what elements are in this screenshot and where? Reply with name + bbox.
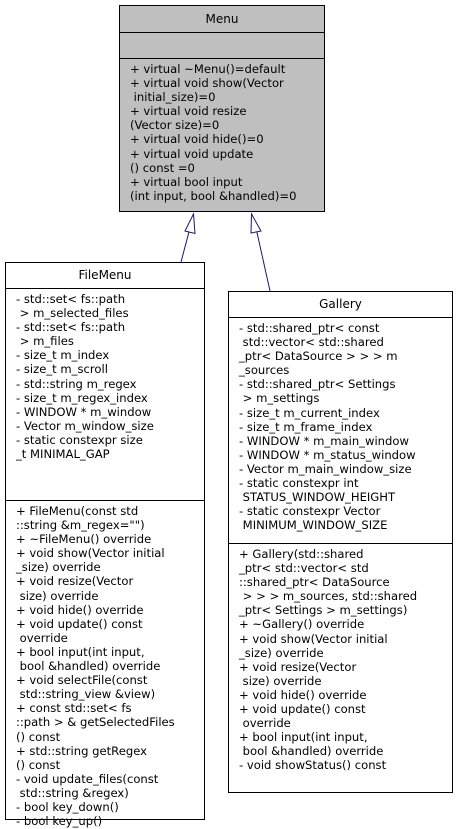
class-menu-operation: + virtual void hide()=0 (130, 132, 264, 147)
class-menu-operation: initial_size)=0 (130, 90, 216, 105)
class-filemenu-attribute: > m_selected_files (16, 306, 129, 321)
class-filemenu-attribute: _t MINIMAL_GAP (16, 447, 110, 462)
class-filemenu-operation: + void show(Vector initial (16, 546, 165, 561)
class-filemenu-attribute: > m_files (16, 334, 74, 349)
class-menu-operation: + virtual void update (130, 146, 254, 161)
class-filemenu-operation: + bool input(int input, (16, 644, 145, 659)
class-gallery-operation: _ptr< Settings > m_settings) (239, 603, 408, 618)
class-filemenu-operation: () const (16, 729, 61, 744)
class-menu-operation: + virtual ~Menu()=default (130, 62, 286, 76)
class-filemenu-operation: std::string_view &view) (16, 687, 156, 702)
class-gallery-attribute: - size_t m_frame_index (239, 419, 373, 434)
class-filemenu-operation: + void hide() override (16, 602, 144, 617)
class-gallery-operation: - void showStatus() const (239, 758, 387, 773)
class-gallery-operation: _size) override (239, 645, 324, 660)
class-filemenu-operation: - bool key_down() (16, 799, 119, 814)
class-menu-attributes (120, 33, 324, 59)
class-filemenu-operation: () const (16, 757, 61, 772)
class-gallery-operations: + Gallery(std::shared_ptr< std::vector< … (229, 544, 452, 773)
class-gallery-attribute: std::vector< std::shared (239, 335, 384, 350)
class-filemenu-operation: + void resize(Vector (16, 574, 134, 589)
class-filemenu-operation: + void update() const (16, 616, 143, 631)
class-filemenu-attribute: - WINDOW * m_window (16, 404, 152, 419)
class-filemenu-attribute: - size_t m_index (16, 348, 110, 363)
class-gallery-attribute: - Vector m_main_window_size (239, 461, 412, 476)
class-gallery-operation: + void update() const (239, 702, 366, 717)
class-filemenu-attribute: - std::set< fs::path (16, 292, 126, 306)
class-gallery-attribute: _ptr< DataSource > > > m (239, 349, 398, 364)
class-filemenu-operation: std::string &regex) (16, 785, 129, 800)
class-gallery-operation: + bool input(int input, (239, 730, 368, 745)
class-gallery-operation: override (239, 716, 291, 731)
class-gallery-attribute: STATUS_WINDOW_HEIGHT (239, 490, 396, 505)
class-gallery-attribute: MINIMUM_WINDOW_SIZE (239, 518, 388, 533)
class-filemenu-operation: - void update_files(const (16, 771, 159, 786)
edge-filemenu-to-menu (180, 227, 191, 263)
class-filemenu-attribute: - std::string m_regex (16, 376, 137, 391)
class-gallery-operation: + void show(Vector initial (239, 631, 388, 646)
class-gallery-attribute: - std::shared_ptr< Settings (239, 377, 396, 392)
class-filemenu-name: FileMenu (6, 263, 204, 289)
class-gallery-operation: + ~Gallery() override (239, 617, 365, 632)
class-filemenu-attribute: - std::set< fs::path (16, 320, 126, 335)
class-gallery-attribute: - std::shared_ptr< const (239, 321, 380, 335)
class-gallery-attribute: - size_t m_current_index (239, 405, 380, 420)
class-gallery-attribute: _sources (239, 363, 290, 378)
class-gallery-attribute: > m_settings (239, 391, 320, 406)
class-gallery-name: Gallery (229, 292, 452, 318)
class-filemenu-operation: bool &handled) override (16, 659, 161, 674)
class-filemenu-attribute: - size_t m_regex_index (16, 390, 148, 405)
class-gallery-operation: + void resize(Vector (239, 659, 357, 674)
class-gallery[interactable]: Gallery - std::shared_ptr< const std::ve… (228, 291, 453, 793)
class-gallery-operation: + Gallery(std::shared (239, 547, 364, 561)
arrowhead-gallery-to-menu (250, 212, 262, 234)
class-filemenu-operation: + std::string getRegex (16, 743, 147, 758)
class-filemenu-attributes: - std::set< fs::path > m_selected_files-… (6, 289, 204, 501)
class-menu-operation: + virtual void show(Vector (130, 76, 284, 91)
class-filemenu-operation: size) override (16, 588, 99, 603)
class-filemenu-operations: + FileMenu(const std::string &m_regex=""… (6, 501, 204, 828)
class-filemenu-operation: override (16, 630, 68, 645)
class-menu-operation: (int input, bool &handled)=0 (130, 188, 297, 203)
class-filemenu-operation: _size) override (16, 560, 101, 575)
class-filemenu-operation: ::path > & getSelectedFiles (16, 715, 175, 730)
class-filemenu-attribute: - static constexpr size (16, 432, 143, 447)
class-menu[interactable]: Menu + virtual ~Menu()=default+ virtual … (119, 5, 325, 212)
class-menu-operation: () const =0 (130, 160, 195, 175)
class-menu-operation: + virtual void resize (130, 104, 247, 119)
class-filemenu-attribute: - Vector m_window_size (16, 418, 154, 433)
class-gallery-operation: _ptr< std::vector< std (239, 561, 369, 576)
edge-gallery-to-menu (255, 227, 271, 292)
class-gallery-operation: size) override (239, 673, 322, 688)
class-gallery-attribute: - static constexpr int (239, 476, 359, 491)
class-gallery-attribute: - static constexpr Vector (239, 504, 381, 519)
class-gallery-attribute: - WINDOW * m_main_window (239, 433, 409, 448)
class-filemenu-operation: + ~FileMenu() override (16, 532, 152, 547)
class-gallery-operation: > > > m_sources, std::shared (239, 589, 418, 604)
class-filemenu-operation: - bool key_up() (16, 814, 103, 829)
arrowhead-filemenu-to-menu (184, 212, 196, 235)
class-gallery-operation: ::shared_ptr< DataSource (239, 575, 390, 590)
class-gallery-attributes: - std::shared_ptr< const std::vector< st… (229, 318, 452, 544)
class-filemenu-operation: + const std::set< fs (16, 701, 132, 716)
class-filemenu-operation: + FileMenu(const std (16, 504, 139, 518)
class-gallery-operation: bool &handled) override (239, 744, 384, 759)
class-filemenu-operation: + void selectFile(const (16, 673, 148, 688)
class-menu-operation: + virtual bool input (130, 174, 243, 189)
class-menu-operation: (Vector size)=0 (130, 118, 220, 133)
class-gallery-operation: + void hide() override (239, 687, 367, 702)
class-menu-operations: + virtual ~Menu()=default+ virtual void … (120, 59, 324, 203)
class-gallery-attribute: - WINDOW * m_status_window (239, 447, 416, 462)
class-filemenu-operation: ::string &m_regex="") (16, 518, 145, 533)
class-filemenu[interactable]: FileMenu - std::set< fs::path > m_select… (5, 262, 205, 828)
class-menu-name: Menu (120, 6, 324, 33)
class-filemenu-attribute: - size_t m_scroll (16, 362, 108, 377)
